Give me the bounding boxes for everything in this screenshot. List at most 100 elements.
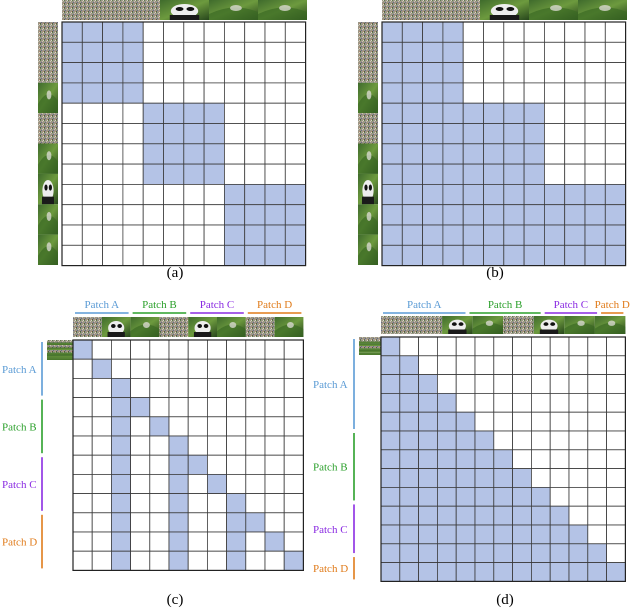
mask-cell-d-9-3 — [436, 505, 457, 526]
mask-cell-c-3-7 — [206, 397, 227, 418]
mask-cell-c-0-0 — [72, 339, 93, 360]
mask-cell-a-0-4 — [142, 21, 164, 43]
mask-cell-c-10-8 — [226, 531, 247, 552]
mask-cell-c-6-10 — [264, 454, 285, 475]
mask-cell-a-7-8 — [223, 163, 246, 185]
mask-cell-b-8-3 — [442, 183, 464, 206]
grid-border-b — [381, 21, 627, 267]
mask-cell-a-9-8 — [223, 204, 246, 226]
mask-cell-a-10-4 — [142, 224, 164, 246]
strip-top-d-thumb-4 — [503, 316, 534, 334]
mask-cell-d-9-6 — [493, 505, 513, 526]
mask-cell-a-5-6 — [183, 123, 205, 145]
strip-side-b-thumb-5 — [358, 173, 378, 205]
mask-cell-a-8-0 — [61, 183, 83, 206]
mask-cell-d-7-3 — [436, 468, 457, 488]
mask-cell-c-1-7 — [206, 358, 227, 379]
mask-cell-b-0-4 — [462, 21, 484, 43]
mask-cell-d-12-8 — [531, 562, 551, 582]
mask-cell-d-6-6 — [493, 449, 513, 469]
mask-cell-d-1-1 — [399, 355, 419, 375]
mask-cell-d-9-8 — [531, 505, 551, 526]
mask-cell-c-10-1 — [91, 531, 112, 552]
strip-top-d-thumb-2 — [442, 316, 473, 334]
mask-cell-c-5-11 — [283, 435, 304, 456]
mask-cell-b-9-3 — [442, 204, 464, 226]
strip-top-b-thumb-2 — [480, 0, 529, 20]
mask-cell-b-7-6 — [503, 163, 525, 185]
mask-cell-a-4-1 — [81, 102, 104, 124]
mask-cell-a-11-0 — [61, 244, 83, 267]
strip-top-c-thumb-4 — [188, 317, 217, 337]
mask-cell-b-1-5 — [483, 41, 505, 63]
mask-cell-d-11-12 — [606, 543, 626, 563]
mask-cell-b-5-8 — [544, 123, 566, 145]
mask-cell-b-3-1 — [401, 82, 423, 104]
mask-cell-d-11-3 — [436, 543, 457, 563]
mask-cell-c-8-2 — [111, 493, 132, 514]
mask-cell-d-3-0 — [380, 392, 401, 413]
mask-cell-d-0-8 — [531, 336, 551, 357]
mask-cell-a-9-6 — [183, 204, 205, 226]
mask-cell-d-0-10 — [568, 336, 589, 357]
mask-cell-c-9-1 — [91, 512, 112, 533]
mask-cell-a-1-7 — [203, 41, 225, 63]
mask-cell-c-11-4 — [149, 550, 170, 571]
mask-cell-c-8-4 — [149, 493, 170, 514]
mask-cell-b-2-6 — [503, 62, 525, 84]
mask-cell-b-3-6 — [503, 82, 525, 104]
mask-cell-c-2-0 — [72, 377, 93, 398]
mask-cell-b-1-0 — [381, 41, 403, 63]
mask-cell-d-4-1 — [399, 411, 419, 432]
mask-cell-d-5-7 — [512, 430, 532, 451]
patch-label-top-c-2: Patch C — [200, 299, 235, 311]
mask-cell-a-8-6 — [183, 183, 205, 206]
mask-cell-a-2-5 — [163, 62, 185, 84]
mask-cell-b-6-3 — [442, 143, 464, 165]
mask-cell-a-10-1 — [81, 224, 104, 246]
mask-cell-a-6-7 — [203, 143, 225, 165]
mask-cell-d-6-1 — [399, 449, 419, 469]
mask-cell-a-10-6 — [183, 224, 205, 246]
mask-cell-d-10-9 — [549, 524, 570, 545]
mask-cell-d-1-12 — [606, 355, 626, 375]
mask-cell-c-11-5 — [168, 550, 189, 571]
mask-cell-b-11-1 — [401, 244, 423, 267]
mask-cell-d-2-5 — [474, 374, 495, 394]
mask-cell-a-8-2 — [102, 183, 124, 206]
mask-cell-a-0-7 — [203, 21, 225, 43]
mask-cell-c-7-3 — [130, 473, 151, 494]
mask-cell-a-3-8 — [223, 82, 246, 104]
mask-cell-c-5-4 — [149, 435, 170, 456]
mask-cell-d-6-2 — [418, 449, 438, 469]
mask-cell-c-1-4 — [149, 358, 170, 379]
mask-cell-b-6-4 — [462, 143, 484, 165]
mask-cell-b-7-4 — [462, 163, 484, 185]
mask-cell-a-11-1 — [81, 244, 104, 267]
mask-cell-a-3-1 — [81, 82, 104, 104]
mask-cell-c-8-3 — [130, 493, 151, 514]
mask-cell-d-12-7 — [512, 562, 532, 582]
mask-cell-d-1-3 — [436, 355, 457, 375]
mask-cell-c-7-10 — [264, 473, 285, 494]
mask-cell-a-7-3 — [122, 163, 144, 185]
mask-cell-c-5-0 — [72, 435, 93, 456]
mask-cell-a-5-4 — [142, 123, 164, 145]
mask-cell-a-3-0 — [61, 82, 83, 104]
patch-label-side-c-3: Patch D — [2, 537, 37, 549]
mask-cell-a-10-3 — [122, 224, 144, 246]
mask-cell-c-6-2 — [111, 454, 132, 475]
mask-cell-d-6-11 — [587, 449, 607, 469]
mask-cell-a-4-4 — [142, 102, 164, 124]
mask-cell-a-4-5 — [163, 102, 185, 124]
strip-side-a-thumb-2 — [38, 82, 58, 114]
mask-cell-a-6-9 — [244, 143, 266, 165]
mask-cell-c-8-11 — [283, 493, 304, 514]
mask-cell-a-0-11 — [284, 21, 306, 43]
mask-cell-d-3-9 — [549, 392, 570, 413]
mask-cell-b-5-0 — [381, 123, 403, 145]
mask-cell-d-4-2 — [418, 411, 438, 432]
mask-cell-a-10-8 — [223, 224, 246, 246]
grid-border-a — [61, 21, 307, 267]
